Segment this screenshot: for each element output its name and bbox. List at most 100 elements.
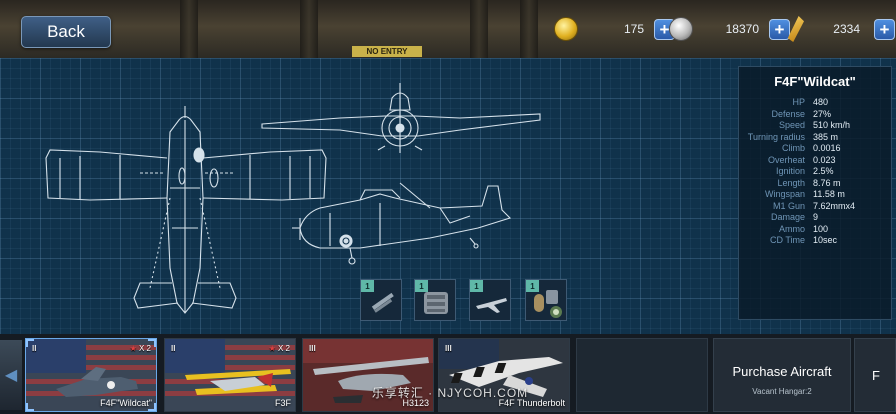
feather-amount: 2334 xyxy=(833,22,860,36)
silver-amount: 18370 xyxy=(725,22,759,36)
gold-amount: 175 xyxy=(623,22,644,36)
stat-label: Wingspan xyxy=(764,189,805,199)
stat-label: Overheat xyxy=(767,154,805,165)
stat-value: 9 xyxy=(813,212,819,222)
stat-label: Defense xyxy=(771,108,805,119)
stat-row: Climb 0.0016 xyxy=(739,143,891,155)
aircraft-name: F4F"Wildcat" xyxy=(100,398,152,408)
flag-background xyxy=(303,339,433,411)
stat-label: Length xyxy=(777,177,805,188)
stat-row: Speed 510 km/h xyxy=(739,120,891,132)
watermark: 乐享转汇 · NJYCOH.COM xyxy=(371,386,529,400)
stat-row: M1 Gun 7.62mmx4 xyxy=(739,201,891,213)
top-view-plane xyxy=(45,106,327,314)
stat-row: Damage 9 xyxy=(739,212,891,224)
stat-row: Ammo 100 xyxy=(739,224,891,236)
stat-label: HP xyxy=(792,97,805,107)
stat-row: Ignition 2.5% xyxy=(739,166,891,178)
aircraft-name: H3123 xyxy=(402,398,429,408)
aircraft-card-f4f-thunderbolt[interactable]: III F4F Thunderbolt xyxy=(438,338,570,412)
empty-hangar-slot[interactable] xyxy=(576,338,708,412)
stat-value: 100 xyxy=(813,223,829,234)
part-level-badge: 1 xyxy=(526,280,539,292)
stat-row: Turning radius 385 m xyxy=(739,132,891,144)
aircraft-card-f4f-wildcat[interactable]: II ★ X 2 F4F"Wildcat" xyxy=(25,338,157,412)
stat-row: Overheat 0.023 xyxy=(739,155,891,167)
side-view-plane xyxy=(292,182,512,265)
stat-value: 480 xyxy=(813,97,829,107)
us-flag-background xyxy=(26,339,156,411)
aircraft-card-f3f[interactable]: II ★ X 2 F3F xyxy=(164,338,296,412)
plane-icon xyxy=(476,298,507,313)
aircraft-name: F3F xyxy=(274,398,291,408)
aircraft-name: F4F Thunderbolt xyxy=(498,398,565,408)
ammo-part[interactable]: 1 xyxy=(525,279,567,321)
part-level-badge: 1 xyxy=(361,280,374,292)
next-card-letter: F xyxy=(872,368,880,383)
star-count: ★ X 2 xyxy=(268,344,290,353)
aircraft-tier: III xyxy=(445,344,452,353)
stat-label: Ammo xyxy=(778,223,805,234)
star-icon: ★ xyxy=(268,344,276,353)
stat-label: Speed xyxy=(778,120,805,130)
chevron-left-icon: ◀ xyxy=(4,367,18,384)
front-view-plane xyxy=(261,83,541,153)
stat-value: 7.62mmx4 xyxy=(813,200,856,211)
star-count: ★ X 2 xyxy=(129,344,151,353)
flag-background xyxy=(439,339,569,411)
stat-label: CD Time xyxy=(769,235,805,245)
machine-gun-part[interactable]: 1 xyxy=(360,279,402,321)
gold-coin-icon xyxy=(554,17,578,41)
aircraft-tier: II xyxy=(32,344,37,353)
no-entry-sign: NO ENTRY xyxy=(352,46,422,57)
stat-value: 8.76 m xyxy=(813,177,841,188)
us-flag-background xyxy=(165,339,295,411)
stat-row: HP 480 xyxy=(739,97,891,109)
gold-currency: 175 + xyxy=(554,16,675,42)
stat-label: Ignition xyxy=(775,166,805,176)
scroll-left-button[interactable]: ◀ xyxy=(0,340,22,410)
stat-row: CD Time 10sec xyxy=(739,235,891,247)
stat-value: 385 m xyxy=(813,131,839,142)
feather-icon xyxy=(787,16,804,42)
part-level-badge: 1 xyxy=(470,280,483,292)
engine-part[interactable]: 1 xyxy=(414,279,456,321)
silver-currency: 18370 + xyxy=(669,16,790,42)
star-icon: ★ xyxy=(129,344,137,353)
stat-label: Climb xyxy=(781,143,805,153)
silver-coin-icon xyxy=(669,17,693,41)
stat-row: Defense 27% xyxy=(739,109,891,121)
ammo-icon xyxy=(534,290,562,318)
part-level-badge: 1 xyxy=(415,280,428,292)
aircraft-card-h3123[interactable]: III H3123 xyxy=(302,338,434,412)
back-button[interactable]: Back xyxy=(21,16,111,48)
stat-value: 510 km/h xyxy=(813,120,851,130)
aircraft-tier: II xyxy=(171,344,176,353)
aircraft-tier: III xyxy=(309,344,316,353)
feather-currency: 2334 + xyxy=(786,16,895,42)
aircraft-title: F4F"Wildcat" xyxy=(774,74,856,89)
stat-value: 27% xyxy=(813,108,832,119)
airframe-part[interactable]: 1 xyxy=(469,279,511,321)
vacant-hangar-count: Vacant Hangar:2 xyxy=(752,387,812,396)
stat-value: 0.023 xyxy=(813,154,836,165)
aircraft-blueprint-drawing xyxy=(45,83,541,314)
stat-value: 0.0016 xyxy=(813,143,841,153)
add-silver-button[interactable]: + xyxy=(769,18,790,40)
engine-icon xyxy=(424,292,448,314)
purchase-title: Purchase Aircraft xyxy=(732,364,832,379)
gun-barrel-icon xyxy=(371,292,394,313)
purchase-aircraft-button[interactable]: Purchase Aircraft Vacant Hangar:2 xyxy=(713,338,851,412)
stat-value: 10sec xyxy=(813,235,838,245)
stat-label: M1 Gun xyxy=(772,200,805,211)
add-feather-button[interactable]: + xyxy=(874,18,895,40)
next-aircraft-card[interactable]: F xyxy=(854,338,896,412)
stat-label: Turning radius xyxy=(747,131,805,142)
stat-row: Length 8.76 m xyxy=(739,178,891,190)
stat-value: 2.5% xyxy=(813,166,834,176)
stat-label: Damage xyxy=(770,212,805,222)
top-bar: NO ENTRY xyxy=(0,0,896,58)
